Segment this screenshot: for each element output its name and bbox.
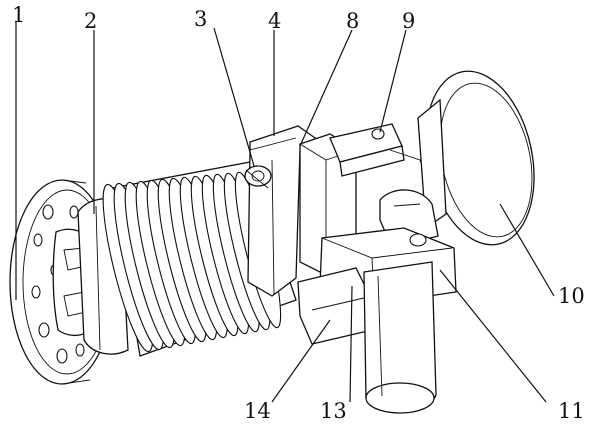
gauge-dial — [379, 70, 535, 249]
callout-label-13: 13 — [320, 399, 347, 423]
callout-labels: 1 2 3 4 8 9 10 11 13 14 — [12, 3, 585, 423]
callout-label-3: 3 — [194, 7, 207, 31]
callout-label-2: 2 — [84, 9, 97, 33]
callout-label-10: 10 — [558, 284, 585, 308]
callout-label-8: 8 — [346, 9, 359, 33]
callout-label-1: 1 — [12, 3, 25, 27]
callout-label-4: 4 — [268, 9, 281, 33]
callout-label-14: 14 — [244, 399, 271, 423]
callout-label-11: 11 — [558, 399, 585, 423]
callout-label-9: 9 — [402, 9, 415, 33]
output-shaft — [363, 261, 437, 414]
sensor-bracket — [329, 123, 433, 197]
screw — [244, 165, 272, 189]
leader-lines — [15, 22, 555, 403]
